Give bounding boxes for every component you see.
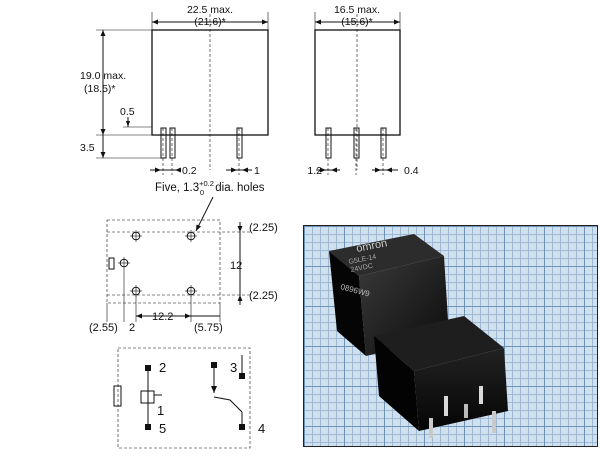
pin-dim-b-label: 1 (254, 165, 260, 177)
coil-marker (108, 257, 115, 270)
side-dim-b-label: 0.4 (404, 165, 419, 177)
terminal-schematic: 2 1 5 3 4 (113, 347, 265, 449)
svg-text:Five, 1.3+0.20 dia. holes: Five, 1.3+0.20 dia. holes (155, 179, 265, 197)
pin-dim-a-label: 0.2 (182, 165, 197, 177)
coil-tab (113, 385, 122, 407)
front-height-label: 19.0 max. (80, 70, 126, 82)
pcb-dim-right: (5.75) (194, 322, 223, 334)
coil-symbol (140, 390, 155, 404)
pcb-dim-width: 12.2 (152, 311, 173, 323)
relay-side-body (314, 29, 401, 136)
relay-lying (374, 316, 508, 438)
side-width-label: 16.5 max. (334, 4, 380, 16)
pin-label-2: 2 (159, 360, 166, 375)
schematic-outline (117, 347, 251, 449)
pin-label-5: 5 (159, 421, 166, 436)
holes-note-prefix: Five, 1.3 (155, 182, 199, 194)
photo-voltage: 24VDC (350, 263, 373, 274)
pcb-holes (118, 230, 197, 297)
pin-label-4: 4 (258, 421, 265, 436)
holes-note-suffix: dia. holes (212, 182, 265, 194)
pcb-outline (106, 219, 221, 304)
pin-length-label: 3.5 (80, 142, 95, 154)
side-view: 16.5 max. (15.6)* 1.2 0.4 (307, 4, 418, 177)
holes-note-sub: 0 (200, 188, 204, 197)
holes-note-sup: +0.2 (199, 179, 214, 188)
pcb-dim-left: (2.55) (89, 322, 118, 334)
front-width-label: 22.5 max. (187, 4, 233, 16)
front-height-alt: (18.5)* (84, 83, 116, 95)
pcb-dim-bottom: (2.25) (249, 290, 278, 302)
side-dim-a-label: 1.2 (307, 165, 322, 177)
photo-brand: omron (355, 237, 388, 255)
pcb-layout: (2.25) 12 (2.25) 12.2 (2.55) 2 (5.75) (89, 219, 278, 334)
pcb-dim-top: (2.25) (249, 222, 278, 234)
pin-label-1: 1 (157, 403, 164, 418)
pcb-dim-two: 2 (129, 322, 135, 334)
front-view: 22.5 max. (21.6)* 19.0 max. (18.5)* 0.5 … (80, 4, 269, 177)
pin-offset-label: 0.5 (120, 106, 135, 118)
pin-label-3: 3 (230, 360, 237, 375)
relay-photo: omron G5LE-14 24VDC 0896W9 (303, 225, 598, 447)
relay-photo-illustration: omron G5LE-14 24VDC 0896W9 (329, 234, 508, 438)
pcb-dim-mid: 12 (230, 260, 242, 272)
